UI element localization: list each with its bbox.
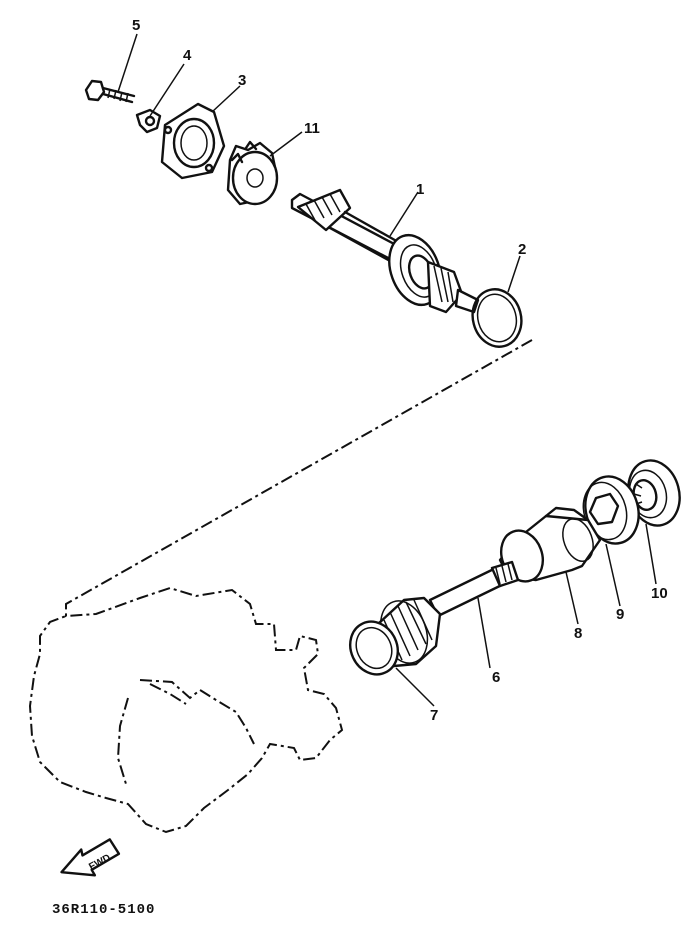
callout-9: 9 xyxy=(616,606,624,623)
part-11-collar xyxy=(226,140,279,206)
callout-2: 2 xyxy=(518,241,526,258)
callout-7: 7 xyxy=(430,707,438,724)
callout-11: 11 xyxy=(304,120,320,137)
callout-10: 10 xyxy=(651,585,668,602)
part-4-lock-plate xyxy=(135,108,162,134)
part-3-housing-plate xyxy=(160,102,226,180)
part-5-bolt xyxy=(84,79,136,104)
part-6-pinion-shaft xyxy=(376,560,520,668)
figure-code: 36R110-5100 xyxy=(52,902,155,918)
callout-labels: 5 4 3 11 1 2 6 7 8 9 10 xyxy=(132,17,668,724)
callout-5: 5 xyxy=(132,17,140,34)
fwd-arrow-icon: FWD xyxy=(60,838,121,877)
callout-1: 1 xyxy=(416,181,424,198)
leader-lines xyxy=(117,33,657,707)
callout-6: 6 xyxy=(492,669,500,686)
engine-outline xyxy=(28,339,533,834)
part-2-shim-ring xyxy=(471,288,523,348)
part-1-drive-shaft xyxy=(290,188,480,314)
part-7-shim-ring xyxy=(349,620,399,676)
callout-4: 4 xyxy=(183,47,192,64)
part-9-washer xyxy=(582,475,640,545)
callout-3: 3 xyxy=(238,72,246,89)
callout-8: 8 xyxy=(574,625,582,642)
